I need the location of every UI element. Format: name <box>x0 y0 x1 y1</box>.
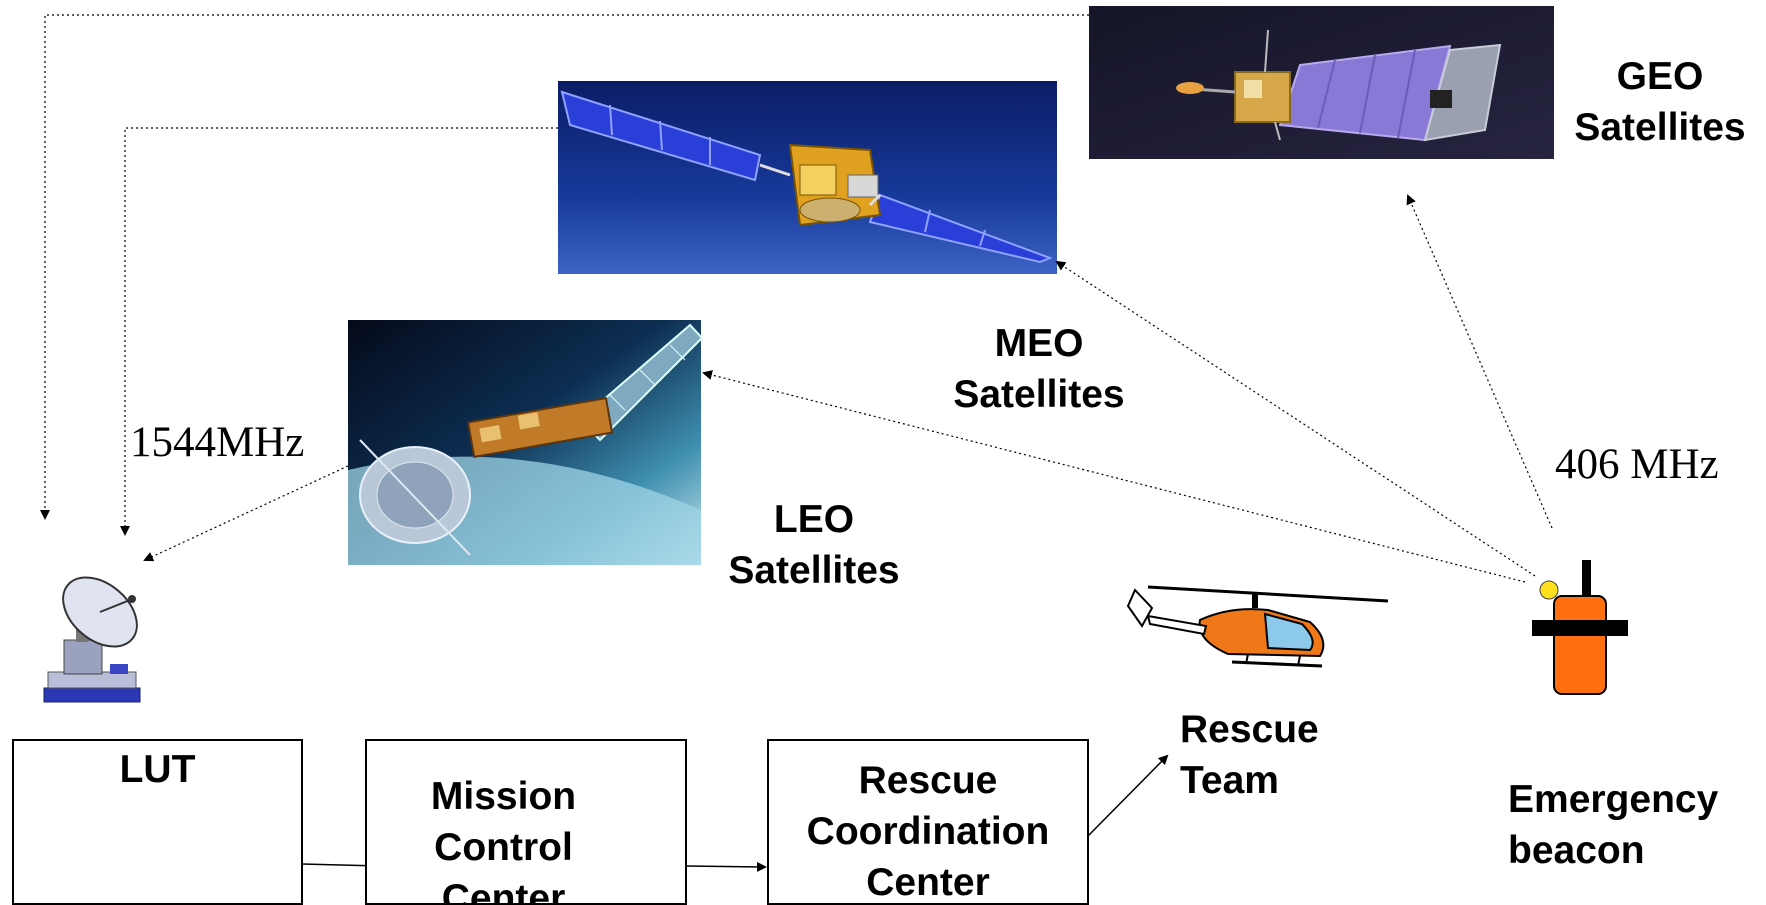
emergency-beacon-line1: Emergency <box>1508 778 1719 821</box>
geo-satellites-label: GEO Satellites <box>1550 51 1766 153</box>
uplink-to-leo <box>702 370 1526 583</box>
meo-label-line2: Satellites <box>953 373 1125 416</box>
leo-satellite-image <box>348 320 704 565</box>
rcc-label-line1: Rescue <box>858 759 998 802</box>
lut-box: LUT <box>12 739 303 905</box>
emergency-beacon-icon <box>1532 560 1628 695</box>
mcc-label-line1: Mission <box>430 775 577 818</box>
meo-satellites-label: MEO Satellites <box>929 318 1149 420</box>
leo-satellites-label: LEO Satellites <box>704 494 924 596</box>
uplink-to-meo <box>1055 260 1536 577</box>
mission-control-center-box: Mission Control Center <box>365 739 687 905</box>
downlink-frequency-label: 1544MHz <box>130 419 305 466</box>
rcc-label: Rescue Coordination Center <box>769 755 1087 904</box>
rcc-label-line2: Coordination <box>806 810 1050 853</box>
uplink-to-geo <box>1406 194 1553 529</box>
geo-label-line2: Satellites <box>1574 106 1746 149</box>
rescue-team-line1: Rescue <box>1180 708 1319 751</box>
geo-satellite-image <box>1089 6 1554 159</box>
leo-downlink-path <box>143 465 349 562</box>
lut-label: LUT <box>119 748 196 791</box>
leo-label-line2: Satellites <box>728 549 900 592</box>
signal-paths <box>40 14 1553 583</box>
rescue-coordination-center-box: Rescue Coordination Center <box>767 739 1089 905</box>
satellite-dish-icon <box>43 576 141 703</box>
emergency-beacon-line2: beacon <box>1508 829 1645 872</box>
uplink-frequency-label: 406 MHz <box>1555 441 1719 488</box>
helicopter-icon <box>1126 585 1389 668</box>
meo-label-line1: MEO <box>994 322 1084 365</box>
meo-satellite-image <box>558 81 1057 274</box>
leo-label-line1: LEO <box>773 498 855 541</box>
rescue-team-line2: Team <box>1180 759 1279 802</box>
rcc-to-rescue-team-arrow <box>1086 754 1169 838</box>
mcc-label-line3: Center <box>441 877 566 905</box>
rcc-label-line3: Center <box>866 861 990 904</box>
mcc-label: Mission Control Center <box>367 771 640 905</box>
mcc-label-line2: Control <box>434 826 573 869</box>
geo-label-line1: GEO <box>1616 55 1704 98</box>
mcc-to-rcc-arrow <box>685 861 767 872</box>
rescue-team-label: Rescue Team <box>1180 704 1319 806</box>
emergency-beacon-label: Emergency beacon <box>1508 774 1718 876</box>
